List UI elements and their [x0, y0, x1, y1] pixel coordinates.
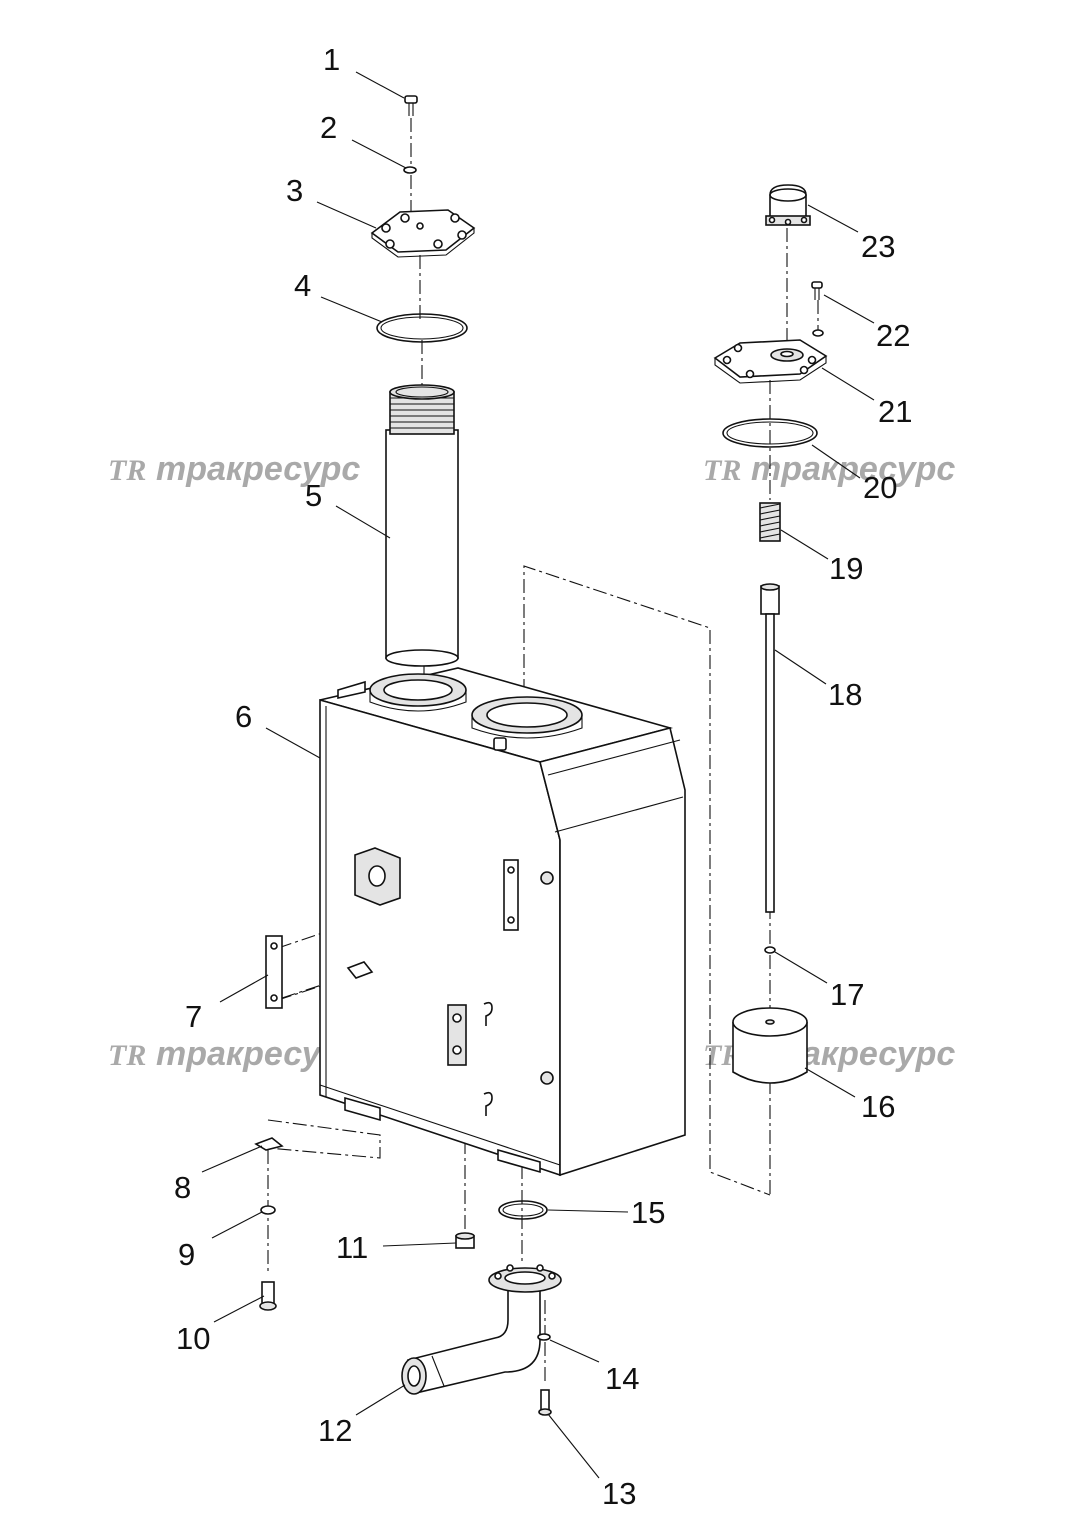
callout-16: 16	[861, 1089, 895, 1124]
callout-9: 9	[178, 1237, 195, 1272]
leader-lines	[201, 71, 875, 1479]
part-7-bracket	[265, 935, 283, 1009]
callout-14: 14	[605, 1361, 639, 1396]
callout-15: 15	[631, 1195, 665, 1230]
watermark-logo: TR	[108, 454, 146, 487]
callout-12: 12	[318, 1413, 352, 1448]
part-13-screw	[538, 1389, 552, 1416]
watermark-brand: тракресурс	[156, 450, 360, 488]
part-23-cap	[765, 184, 811, 226]
part-9-washer	[260, 1205, 276, 1215]
callout-4: 4	[294, 268, 311, 303]
watermark-logo: TR	[703, 454, 741, 487]
part-1-screw	[404, 95, 418, 116]
part-22-screw	[811, 281, 824, 337]
part-15-o-ring	[498, 1200, 548, 1220]
callout-1: 1	[323, 42, 340, 77]
callout-20: 20	[863, 470, 897, 505]
part-10-bolt	[259, 1281, 277, 1311]
part-12-outlet-elbow	[401, 1264, 562, 1395]
callout-10: 10	[176, 1321, 210, 1356]
watermark-logo: TR	[108, 1039, 146, 1072]
part-21-mounting-plate	[713, 339, 828, 384]
part-6-tank	[319, 667, 686, 1177]
watermark-brand: тракресурс	[751, 450, 955, 488]
callout-labels: 1 2 3 4 5 6 7 8 9 10 11 12 13 14 15 16 1…	[174, 42, 912, 1511]
tank-bracket-right	[503, 859, 519, 931]
callout-19: 19	[829, 551, 863, 586]
part-18-rod	[760, 583, 780, 913]
part-3-cover-plate	[370, 209, 476, 258]
callout-2: 2	[320, 110, 337, 145]
part-20-o-ring	[722, 418, 818, 448]
tank-side-port	[354, 847, 401, 906]
callout-5: 5	[305, 478, 322, 513]
callout-11: 11	[336, 1230, 368, 1265]
callout-17: 17	[830, 977, 864, 1012]
callout-7: 7	[185, 999, 202, 1034]
callout-23: 23	[861, 229, 895, 264]
callout-21: 21	[878, 394, 912, 429]
part-19-spring	[759, 502, 781, 542]
part-4-o-ring	[376, 313, 468, 343]
part-5-filler-neck	[385, 384, 459, 667]
callout-18: 18	[828, 677, 862, 712]
callout-8: 8	[174, 1170, 191, 1205]
part-16-float	[732, 1007, 808, 1084]
part-14-washer	[537, 1333, 551, 1341]
part-11-drain-plug	[455, 1232, 475, 1249]
callout-13: 13	[602, 1476, 636, 1511]
callout-22: 22	[876, 318, 910, 353]
callout-3: 3	[286, 173, 303, 208]
tank-clamp-plate	[447, 1004, 467, 1066]
callout-6: 6	[235, 699, 252, 734]
part-17-clip	[764, 946, 776, 954]
watermark-top-left: TR тракресурс	[108, 450, 360, 488]
tank-bracket-small	[346, 961, 374, 979]
watermark-top-right: TR тракресурс	[703, 450, 955, 488]
part-8-lock-tab	[254, 1137, 284, 1151]
part-2-washer	[403, 166, 417, 174]
